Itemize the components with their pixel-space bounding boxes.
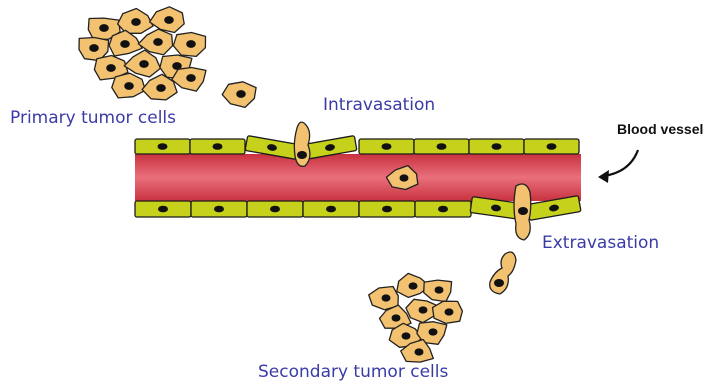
tumor-cell: [433, 301, 463, 323]
nucleus: [382, 206, 392, 213]
blood-vessel-arrowhead: [598, 170, 609, 183]
tumor-cell: [172, 68, 206, 92]
primary-tumor-label: Primary tumor cells: [10, 108, 176, 128]
nucleus: [547, 143, 557, 150]
nucleus: [392, 314, 401, 321]
nucleus: [236, 90, 246, 98]
endothelial-cell: [247, 201, 303, 217]
nucleus: [409, 282, 418, 289]
nucleus: [213, 143, 223, 150]
tumor-cell: [222, 82, 256, 108]
blood-vessel-arrow: [604, 150, 638, 176]
nucleus: [437, 143, 447, 150]
nucleus: [518, 207, 528, 215]
endothelial-cell: [135, 201, 191, 217]
nucleus: [99, 24, 109, 32]
endothelial-cell: [359, 139, 414, 154]
nucleus: [124, 82, 134, 90]
tumor-cell: [424, 280, 452, 302]
nucleus: [297, 151, 307, 159]
primary-tumor-cluster: [79, 7, 206, 100]
migrating-cell: [490, 252, 516, 294]
endothelial-cell: [415, 201, 471, 217]
endothelial-cell: [414, 139, 469, 154]
nucleus: [214, 206, 224, 213]
nucleus: [106, 64, 116, 72]
nucleus: [139, 60, 149, 68]
endothelial-cell: [191, 201, 247, 217]
nucleus: [435, 286, 444, 293]
endothelial-cell: [190, 139, 245, 154]
extravasating-cell: [514, 184, 531, 240]
nucleus: [326, 206, 336, 213]
nucleus: [382, 294, 391, 301]
tumor-cell: [112, 73, 146, 98]
tumor-cell: [369, 287, 399, 310]
nucleus: [120, 40, 130, 48]
nucleus: [186, 74, 196, 82]
nucleus: [164, 16, 174, 24]
endothelial-cell: [359, 201, 415, 217]
nucleus: [492, 143, 502, 150]
nucleus: [270, 206, 280, 213]
tumor-cell: [150, 7, 185, 33]
blood-vessel-label: Blood vessel: [617, 121, 703, 137]
nucleus: [429, 328, 438, 335]
endothelial-cell: [469, 139, 524, 154]
endothelial-cell: [135, 139, 190, 154]
intravasation-label: Intravasation: [323, 95, 435, 115]
endothelial-cell: [524, 139, 579, 154]
nucleus: [131, 18, 141, 26]
nucleus: [438, 206, 448, 213]
nucleus: [156, 84, 166, 92]
extravasation-label: Extravasation: [542, 233, 659, 253]
secondary-tumor-label: Secondary tumor cells: [258, 362, 448, 382]
nucleus: [89, 44, 99, 52]
nucleus: [158, 206, 168, 213]
intravasating-cell: [294, 122, 310, 166]
tumor-cell: [118, 9, 153, 34]
nucleus: [494, 279, 504, 287]
nucleus: [415, 348, 424, 355]
nucleus: [382, 143, 392, 150]
nucleus: [402, 332, 411, 339]
nucleus: [400, 174, 409, 181]
endothelial-cell: [303, 201, 359, 217]
tumor-cell: [173, 33, 205, 57]
nucleus: [445, 308, 454, 315]
nucleus: [153, 38, 163, 46]
nucleus: [186, 40, 196, 48]
nucleus: [419, 306, 428, 313]
secondary-tumor-cluster: [369, 273, 463, 362]
nucleus: [158, 143, 168, 150]
